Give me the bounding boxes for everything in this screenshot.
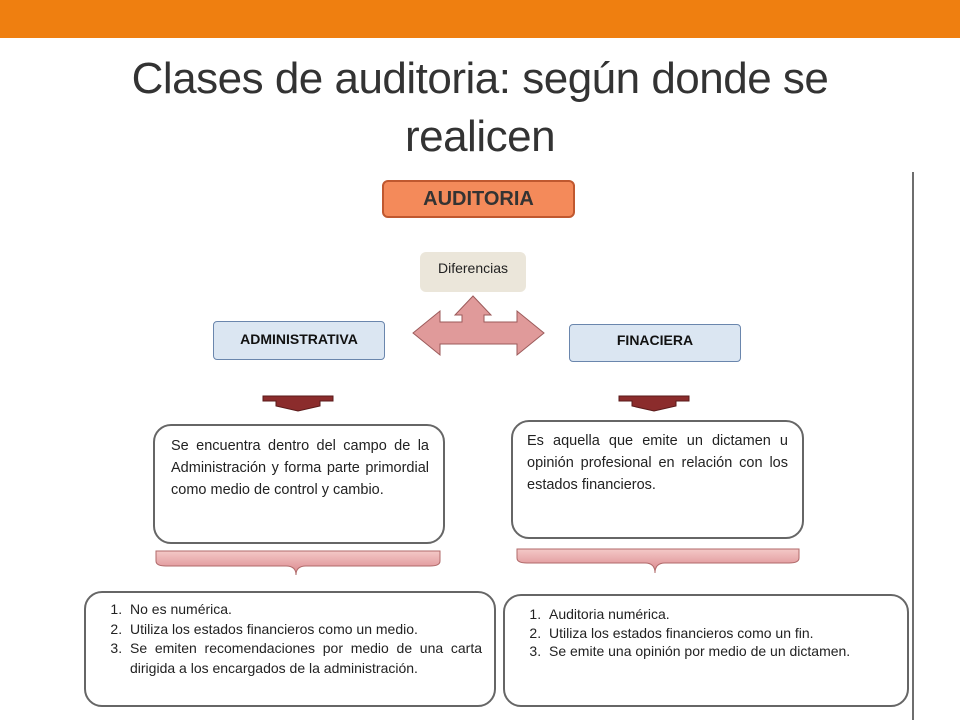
left-heading-node: ADMINISTRATIVA — [213, 321, 385, 360]
left-description: Se encuentra dentro del campo de la Admi… — [153, 424, 445, 544]
down-arrow-right — [618, 395, 690, 412]
brace-right — [516, 548, 800, 574]
list-item: Se emiten recomendaciones por medio de u… — [126, 639, 482, 678]
slide-title: Clases de auditoria: según donde se real… — [131, 54, 829, 161]
right-heading-node: FINACIERA — [569, 324, 741, 362]
list-item: Utiliza los estados financieros como un … — [126, 620, 482, 640]
list-item: Auditoria numérica. — [545, 605, 895, 624]
brace-left — [155, 550, 441, 576]
right-description: Es aquella que emite un dictamen u opini… — [511, 420, 804, 539]
down-arrow-left — [262, 395, 334, 412]
bidirectional-arrow — [412, 295, 545, 357]
left-characteristics: No es numérica. Utiliza los estados fina… — [84, 591, 496, 707]
root-node: AUDITORIA — [382, 180, 575, 218]
list-item: No es numérica. — [126, 600, 482, 620]
relation-node: Diferencias — [420, 252, 526, 292]
header-bar — [0, 0, 960, 38]
right-characteristics: Auditoria numérica. Utiliza los estados … — [503, 594, 909, 707]
vertical-divider — [912, 172, 914, 720]
list-item: Se emite una opinión por medio de un dic… — [545, 642, 895, 661]
list-item: Utiliza los estados financieros como un … — [545, 624, 895, 643]
